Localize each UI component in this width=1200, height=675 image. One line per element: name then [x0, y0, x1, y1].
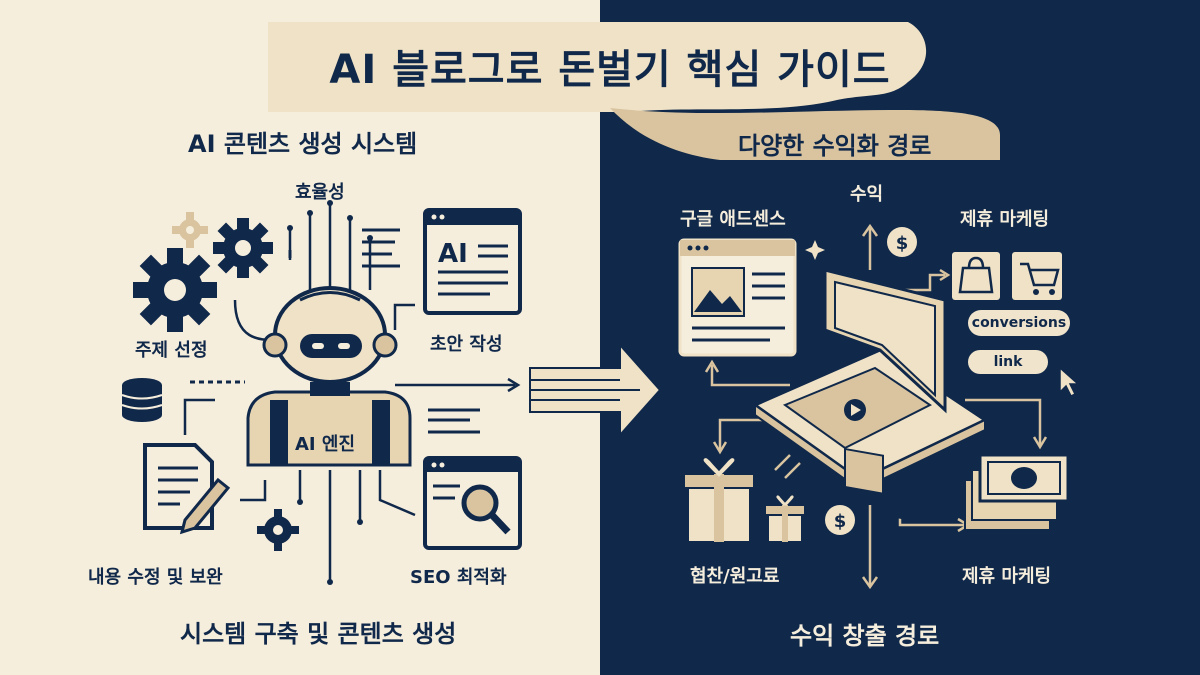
right-footer: 수익 창출 경로: [790, 622, 940, 650]
database-icon: [121, 378, 163, 422]
right-heading: 다양한 수익화 경로: [738, 132, 932, 160]
conversions-badge: conversions: [968, 310, 1070, 336]
arrow-icon: [395, 342, 662, 438]
label-seo: SEO 최적화: [410, 567, 507, 588]
label-affiliate-top: 제휴 마케팅: [960, 209, 1050, 230]
document-icon: [423, 208, 522, 315]
dollar-icon: $: [825, 505, 855, 535]
svg-text:$: $: [834, 511, 847, 532]
pencil-icon: [143, 443, 231, 535]
money-icon: [964, 453, 1070, 531]
link-badge: link: [968, 350, 1048, 374]
shopping-bag-icon: [952, 252, 1000, 300]
gear-icon: [172, 212, 208, 248]
left-footer: 시스템 구축 및 콘텐츠 생성: [180, 620, 457, 648]
label-ai-engine: AI 엔진: [295, 434, 356, 455]
cursor-icon: [1045, 352, 1080, 398]
label-revenue: 수익: [850, 184, 884, 205]
magnifier-icon: [423, 456, 522, 550]
gift-icon: [683, 458, 755, 543]
gear-icon: [213, 218, 273, 278]
title-banner: [268, 22, 927, 112]
label-efficiency: 효율성: [295, 182, 345, 203]
page-title: AI 블로그로 돈벌기 핵심 가이드: [329, 47, 891, 93]
circuit-lines: [183, 205, 416, 580]
label-draft-writing: 초안 작성: [430, 334, 503, 355]
doc-ai-label: AI: [438, 239, 468, 269]
document-icon: [678, 238, 797, 357]
left-heading: AI 콘텐츠 생성 시스템: [188, 130, 418, 158]
svg-text:$: $: [896, 233, 909, 254]
label-affiliate-bottom: 제휴 마케팅: [962, 566, 1052, 587]
gear-icon: [257, 509, 299, 551]
cart-icon: [1012, 252, 1062, 300]
dash-lines: [190, 228, 480, 434]
label-sponsorship: 협찬/원고료: [690, 566, 780, 587]
dollar-icon: $: [887, 227, 917, 257]
label-content-edit: 내용 수정 및 보완: [88, 567, 223, 588]
label-topic-selection: 주제 선정: [135, 340, 208, 361]
gift-icon: [764, 495, 806, 543]
laptop-icon: [751, 268, 989, 521]
label-adsense: 구글 애드센스: [680, 209, 786, 230]
sparkle-icon: [805, 240, 825, 260]
robot-icon: [246, 286, 412, 467]
